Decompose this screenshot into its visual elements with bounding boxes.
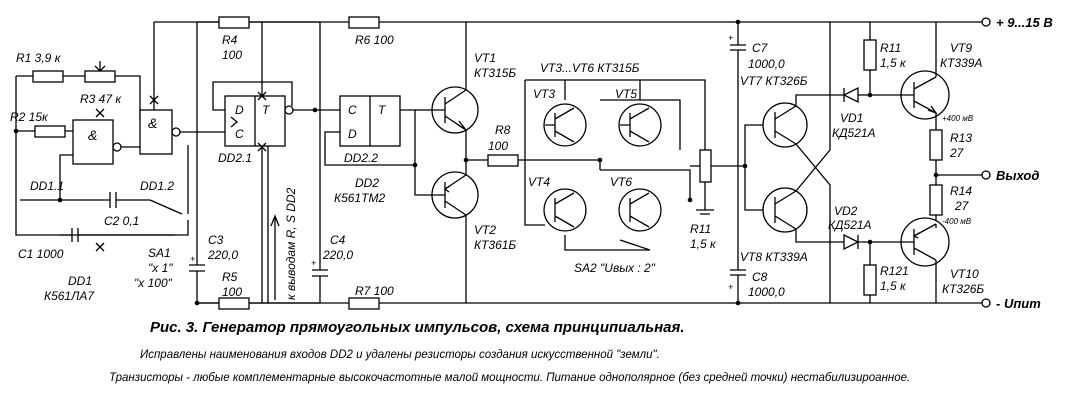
- r13-label: R13: [950, 131, 972, 145]
- dd21-c-label: C: [235, 127, 244, 141]
- r121-value: 1,5 к: [880, 279, 907, 293]
- dd22-d-label: D: [348, 127, 357, 141]
- r4-value: 100: [222, 48, 242, 62]
- flipflop-section: [212, 22, 430, 303]
- dd12-label: DD1.2: [140, 179, 174, 193]
- vd2-type-label: КД521А: [828, 218, 872, 232]
- r11-pot-label: R11: [690, 222, 711, 236]
- negative-supply-label: - Uпит: [996, 296, 1041, 311]
- vt4-label: VT4: [528, 175, 550, 189]
- r11-pot-value: 1,5 к: [690, 237, 717, 251]
- dd1-label: DD1: [68, 274, 92, 288]
- dd1-type-label: К561ЛА7: [44, 289, 95, 303]
- r14-label: R14: [950, 184, 972, 198]
- and-symbol-dd12: &: [148, 115, 157, 131]
- sa1-x1-label: "х 1": [148, 261, 173, 275]
- caption-note-1: Исправлены наименования входов DD2 и уда…: [140, 349, 660, 361]
- c7-value: 1000,0: [748, 57, 785, 71]
- r121-label: R121: [880, 264, 909, 278]
- c4-plus: +: [311, 258, 316, 268]
- mv-negative-label: -400 мВ: [942, 217, 972, 226]
- c8-value: 1000,0: [748, 285, 785, 299]
- c4-value: 220,0: [322, 248, 353, 262]
- dd22-c-label: C: [348, 103, 357, 117]
- r6-resistor: [348, 16, 380, 29]
- c7-label: C7: [752, 41, 769, 55]
- c1-label: C1 1000: [18, 247, 64, 261]
- dd2-type-label: К561ТМ2: [334, 191, 386, 205]
- r13-value: 27: [949, 146, 965, 160]
- and-symbol-dd11: &: [88, 127, 97, 143]
- caption-note-2: Транзисторы - любые комплементарные высо…: [109, 372, 911, 384]
- figure-caption: Рис. 3. Генератор прямоугольных импульсо…: [150, 319, 685, 336]
- vt3-label: VT3: [533, 87, 555, 101]
- c7-plus: +: [728, 33, 733, 43]
- dd21-label: DD2.1: [218, 151, 252, 165]
- r5-value: 100: [222, 285, 242, 299]
- c3-plus: +: [190, 254, 195, 264]
- c8-plus: +: [728, 282, 733, 292]
- output-label: Выход: [996, 168, 1039, 183]
- r8-label: R8: [495, 123, 511, 137]
- dd22-label: DD2.2: [344, 151, 378, 165]
- r11-top-value: 1,5 к: [880, 56, 907, 70]
- r5-label: R5: [222, 270, 238, 284]
- sa1-x100-label: "х 100": [134, 276, 173, 290]
- positive-supply-label: + 9...15 В: [996, 15, 1053, 30]
- bridge-section: [524, 79, 745, 251]
- vt1-type-label: КТ315Б: [474, 66, 516, 80]
- c8-label: C8: [752, 270, 768, 284]
- oscillator-section: [13, 22, 212, 252]
- sa1-label: SA1: [148, 246, 171, 260]
- vd2-label: VD2: [834, 204, 858, 218]
- mv-positive-label: +400 мВ: [942, 114, 974, 123]
- vt8-label: VT8 КТ339А: [740, 250, 808, 264]
- vt5-label: VT5: [615, 87, 637, 101]
- vd1-type-label: КД521А: [832, 126, 876, 140]
- dd22-t-label: T: [378, 103, 387, 117]
- vt10-label: VT10: [950, 267, 979, 281]
- vt9-label: VT9: [950, 41, 972, 55]
- c2-label: C2 0,1: [104, 214, 139, 228]
- c3-label: C3: [208, 233, 224, 247]
- r2-label: R2 15к: [10, 110, 49, 124]
- filter-section: [189, 16, 320, 310]
- r14-value: 27: [954, 199, 970, 213]
- r7-label: R7 100: [355, 284, 394, 298]
- vt3-vt6-label: VT3...VT6 КТ315Б: [540, 61, 640, 75]
- vt6-label: VT6: [610, 175, 632, 189]
- c3-value: 220,0: [207, 248, 238, 262]
- vd1-label: VD1: [840, 111, 863, 125]
- dd21-d-label: D: [235, 103, 244, 117]
- vt9-type-label: КТ339А: [940, 56, 982, 70]
- r1-label: R1 3,9 к: [16, 51, 62, 65]
- vt2-label: VT2: [474, 223, 496, 237]
- sa2-label: SA2 "Uвых : 2": [574, 261, 656, 275]
- vt7-label: VT7 КТ326Б: [740, 74, 808, 88]
- r6-label: R6 100: [355, 33, 394, 47]
- r7-resistor: [348, 297, 380, 310]
- r8-value: 100: [488, 139, 508, 153]
- output-section: [830, 22, 991, 303]
- driver-section: [412, 22, 545, 303]
- c4-label: C4: [330, 233, 346, 247]
- dd11-label: DD1.1: [30, 179, 64, 193]
- r3-label: R3 47 к: [80, 92, 122, 106]
- dd2-label: DD2: [355, 176, 379, 190]
- vt1-label: VT1: [474, 51, 496, 65]
- rs-note-label: к выводам R, S DD2: [284, 187, 298, 300]
- dd21-t-label: T: [262, 103, 271, 117]
- r4-label: R4: [222, 33, 238, 47]
- vt10-type-label: КТ326Б: [942, 282, 984, 296]
- vt2-type-label: КТ361Б: [474, 238, 516, 252]
- r11-top-label: R11: [880, 41, 901, 55]
- buffer-section: [730, 19, 831, 306]
